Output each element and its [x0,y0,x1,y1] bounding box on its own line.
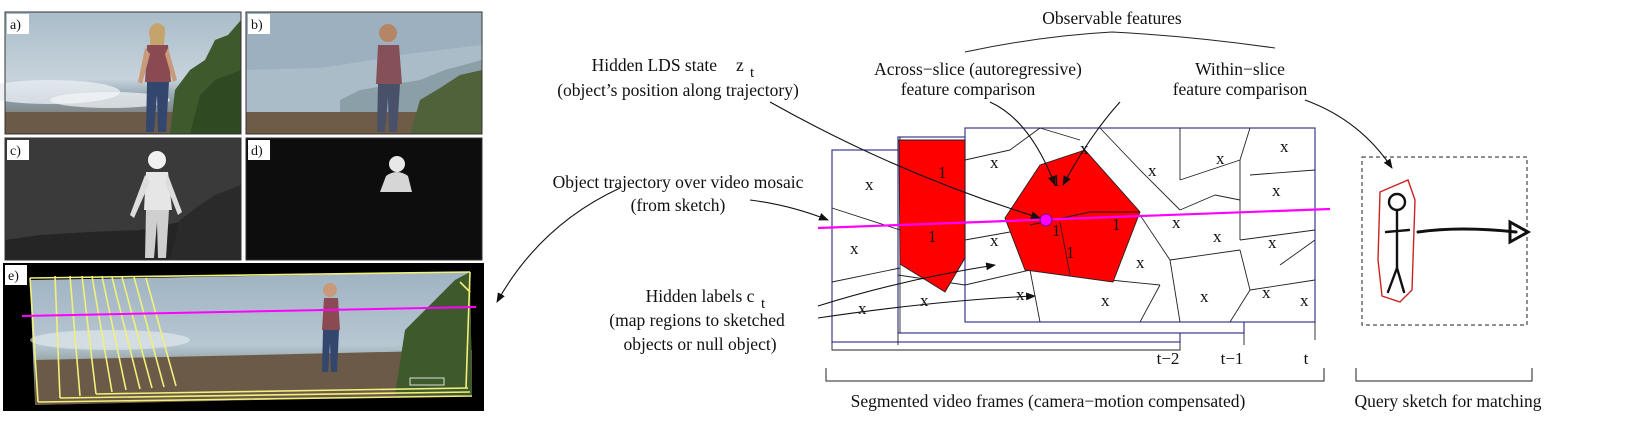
woman-figure-c [130,151,182,258]
panel-c-depth-map: c) [4,137,242,261]
arrow-across-slice [989,101,1056,186]
across-slice-label-group: Across−slice (autoregressive) feature co… [874,59,1082,99]
arrow-hidden-labels-1 [817,262,996,307]
hidden-lds-sub: t [750,65,755,81]
within-slice-label-group: Within−slice feature comparison [1173,59,1308,99]
mark-null: x [1300,291,1309,310]
segmented-video-frames: 1 1 1 1 1 1 x x x x x x x x x x x x x x … [817,127,1331,411]
panel-b-label: b) [251,18,263,33]
hidden-labels-line1: Hidden labels c [646,286,755,306]
panel-b-tag-bg [248,14,270,34]
mark-null: x [1016,285,1025,304]
trajectory-line2: (from sketch) [631,195,726,215]
frame-label-t-minus-1: t−1 [1221,349,1244,368]
observable-features-group: Observable features [964,8,1276,53]
query-sketch: Query sketch for matching [1354,156,1542,411]
panel-a-label: a) [10,18,21,33]
panel-a-tag-bg [7,14,29,34]
segmented-frames-bracket [825,368,1325,382]
woman-figure-a [138,23,177,132]
mark-null: x [850,239,859,258]
within-slice-line1: Within−slice [1195,59,1285,79]
lds-state-point [1039,213,1053,227]
arrow-trajectory [749,199,829,221]
mark-null: x [1262,283,1271,302]
stick-figure-icon [1384,192,1411,294]
mark-object: 1 [938,163,947,182]
panel-e-video-mosaic: e) [3,263,484,411]
mark-null: x [1136,253,1145,272]
hidden-lds-var: z [736,55,744,75]
observable-features-label: Observable features [1042,8,1182,28]
mark-null: x [990,153,999,172]
hidden-lds-desc: (object’s position along trajectory) [557,80,799,100]
within-slice-line2: feature comparison [1173,79,1308,99]
mark-null: x [1268,233,1277,252]
panel-c-label: c) [10,144,21,159]
panel-d-foreground-mask: d) [245,137,483,261]
mark-null: x [865,175,874,194]
arrow-to-mosaic [496,187,621,303]
trajectory-line1: Object trajectory over video mosaic [553,172,804,192]
mark-null: x [1200,287,1209,306]
query-sketch-bracket [1355,368,1533,382]
panel-b-segmentation: b) [245,11,483,135]
arrow-within-slice [1304,99,1393,169]
object-regions [898,139,1141,293]
trajectory-label-group: Object trajectory over video mosaic (fro… [553,172,804,215]
annotation-arrows [496,99,1393,319]
head-mask-d [380,156,412,192]
hidden-lds-label-group: Hidden LDS state z t (object’s position … [557,55,799,100]
hidden-labels-group: Hidden labels c t (map regions to sketch… [609,286,785,354]
mark-null: x [1272,181,1281,200]
hidden-labels-line2: (map regions to sketched [609,310,785,330]
hidden-lds-label: Hidden LDS state [592,55,718,75]
mosaic-trajectory-line [21,306,477,317]
mark-null: x [920,291,929,310]
panel-e-tag-bg [5,265,27,285]
across-slice-line2: feature comparison [901,79,1036,99]
arrow-across-slice-2 [1062,101,1121,186]
woman-figure-b [376,24,402,132]
query-sketch-caption: Query sketch for matching [1354,391,1541,411]
object-region-t-minus-1 [898,139,966,293]
mark-object: 1 [1052,221,1061,240]
panel-a-original-frame: a) [0,11,242,135]
segmented-frames-caption: Segmented video frames (camera−motion co… [851,391,1246,411]
arrow-hidden-labels-2 [817,292,1036,319]
frame-label-t: t [1304,349,1309,368]
panel-e-label: e) [8,269,19,284]
mark-null: x [1213,227,1222,246]
mark-null: x [858,299,867,318]
mark-object: 1 [1066,243,1075,262]
hidden-labels-line3: objects or null object) [623,334,776,354]
sketch-object-outline [1377,179,1416,303]
trajectory-line [817,207,1331,230]
query-sketch-box [1361,156,1528,326]
panel-c-tag-bg [7,140,29,160]
arrow-lds-to-point [769,101,1041,220]
across-slice-line1: Across−slice (autoregressive) [874,59,1082,79]
mark-object: 1 [928,227,937,246]
mark-null: x [990,231,999,250]
mark-null: x [1216,149,1225,168]
frame-timeline [831,322,1316,351]
panel-d-tag-bg [248,140,270,160]
woman-figure-e [322,283,340,372]
mark-null: x [1280,137,1289,156]
mark-null: x [1148,161,1157,180]
frame-label-t-minus-2: t−2 [1157,349,1180,368]
mark-object: 1 [1052,171,1061,190]
mosaic-frame-outlines [29,271,473,403]
hidden-labels-sub: t [761,296,766,312]
panel-d-label: d) [251,144,263,159]
mark-null: x [1172,213,1181,232]
motion-arrow-icon [1416,219,1532,245]
observable-features-brace [964,31,1276,53]
mark-object: 1 [1112,215,1121,234]
mark-null: x [1101,291,1110,310]
